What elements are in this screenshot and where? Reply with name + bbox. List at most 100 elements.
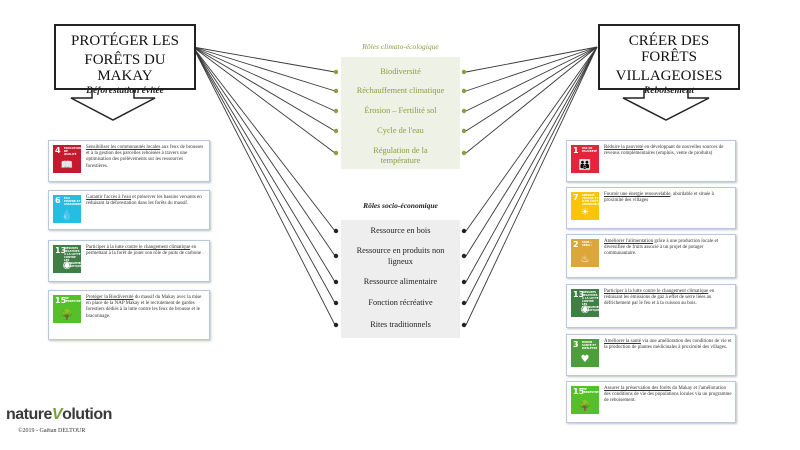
- card-body-text: en développant de nouvelles sources de r…: [604, 145, 724, 157]
- connector-line: [192, 46, 336, 112]
- card-link-text: Améliorer la santé: [604, 339, 641, 344]
- connector-line: [192, 46, 336, 132]
- left-header-title-line2: FORÊTS DU MAKAY: [84, 52, 166, 84]
- socio-item-produits: Ressource en produits non: [356, 246, 445, 255]
- sdg-number: 2: [573, 240, 579, 249]
- card-body-text: en permettant à la forêt de jouer son rô…: [86, 245, 204, 257]
- people-icon: 👪: [578, 160, 592, 171]
- eco-connector-dot: [333, 108, 339, 114]
- card-body-text: et préserver les bassins versants en réd…: [86, 195, 202, 207]
- connector-line: [465, 46, 598, 73]
- card-body-text: en réduisant les émissions de gaz à effe…: [604, 289, 715, 307]
- connector-line: [192, 46, 336, 73]
- card-body-text: , abordable et située à proximité des vi…: [604, 192, 714, 204]
- sdg-label: BONNE SANTÉ ET BIEN-ÊTRE: [582, 341, 598, 350]
- copyright: ©2019 - Gaëtan DELTOUR: [18, 428, 86, 434]
- eco-item-biodiversite: Biodiversité: [380, 67, 421, 76]
- card-text: Fournir une énergie renouvelable, aborda…: [604, 192, 732, 204]
- connector-line: [465, 46, 598, 132]
- sdg-label: VIE TERRESTRE: [64, 297, 81, 303]
- eco-panel: [341, 57, 460, 169]
- connector-line: [192, 46, 336, 326]
- socio-item-bois: Ressource en bois: [370, 226, 431, 235]
- sdg-label: ÉDUCATION DE QUALITÉ: [64, 147, 81, 156]
- card-body-text: grâce à une production locale et diversi…: [604, 239, 719, 257]
- left-header-title-line1: PROTÉGER LES: [71, 33, 179, 49]
- bowl-icon: ♨: [580, 254, 590, 265]
- card-text: Participer à la lutte contre le changeme…: [604, 289, 732, 308]
- card-link-text: Garantir l'accès à l'eau: [86, 195, 131, 200]
- sdg-label: MESURES RELATIVES À LA LUTTE CONTRE LES …: [64, 247, 87, 268]
- card-text: Garantir l'accès à l'eau et préserver le…: [86, 195, 206, 207]
- card-link-text: Sensibiliser les communautés locales: [86, 145, 161, 150]
- card-link-text: Participer à la lutte contre le changeme…: [86, 245, 191, 250]
- socio-connector-dot: [333, 253, 339, 259]
- eco-connector-dot: [461, 69, 467, 75]
- socio-connector-dot: [333, 300, 339, 306]
- eco-connector-dot: [461, 150, 467, 156]
- connector-line: [192, 46, 336, 154]
- socio-connector-dot: [333, 322, 339, 328]
- sdg-label: EAU PROPRE ET ASSAINISSEMENT: [64, 197, 90, 206]
- sdg-label: MESURES RELATIVES À LA LUTTE CONTRE LES …: [582, 291, 605, 312]
- card-link-text: Améliorer l'alimentation: [604, 239, 654, 244]
- connector-line: [192, 46, 336, 257]
- card-text: Améliorer la santé via une amélioration …: [604, 339, 732, 351]
- sdg-number: 15: [55, 296, 67, 305]
- sdg-number: 1: [573, 146, 579, 155]
- socio-item-recreative: Fonction récréative: [368, 298, 433, 307]
- water-icon: 💧: [60, 210, 74, 221]
- left-header-subtitle: Déforestation évitée: [86, 86, 164, 96]
- socio-connector-dot: [461, 253, 467, 259]
- socio-item-alimentaire: Ressource alimentaire: [363, 277, 438, 286]
- eco-connector-dot: [333, 69, 339, 75]
- right-header-title-line2: VILLAGEOISES: [615, 68, 723, 84]
- sun-icon: ☀: [580, 207, 590, 218]
- logo-part3: olution: [62, 406, 112, 423]
- eye-icon: ◉: [580, 304, 590, 315]
- socio-connector-dot: [333, 279, 339, 285]
- socio-connector-dot: [333, 228, 339, 234]
- eye-icon: ◉: [62, 260, 72, 271]
- eco-connector-dot: [461, 88, 467, 94]
- socio-section-label: Rôles socio-économique: [363, 201, 438, 210]
- sdg-number: 15: [573, 387, 585, 396]
- connector-line: [465, 46, 598, 232]
- card-link-text: Protéger la Biodiversité: [86, 295, 134, 300]
- connector-line: [192, 46, 336, 232]
- card-text: Améliorer l'alimentation grâce à une pro…: [604, 239, 732, 258]
- sdg-label: ÉNERGIE PROPRE ET D'UN COÛT ABORDABLE: [582, 194, 600, 206]
- tree-icon: 🌳: [60, 310, 74, 321]
- right-header: CRÉER DES FORÊTS VILLAGEOISES Reboisemen…: [598, 24, 740, 96]
- eco-item-regulation: Régulation de la: [373, 146, 428, 155]
- connector-line: [465, 46, 598, 283]
- tree-icon: 🌳: [578, 401, 592, 412]
- eco-item-temperature: température: [380, 156, 421, 165]
- card-link-text: Réduire la pauvreté: [604, 145, 644, 150]
- sdg-number: 7: [573, 193, 579, 202]
- sdg-number: 13: [573, 290, 585, 299]
- card-text: Protéger la Biodiversité du massif du Ma…: [86, 295, 206, 320]
- connector-line: [465, 46, 598, 304]
- card-body-text: du massif du Makay avec la mise en place…: [86, 295, 202, 319]
- right-header-title-line1: CRÉER DES FORÊTS: [628, 33, 710, 65]
- connector-line: [192, 46, 336, 92]
- socio-connector-dot: [461, 300, 467, 306]
- book-icon: 📖: [60, 160, 74, 171]
- socio-item-ligneux: ligneux: [388, 257, 413, 266]
- card-body-text: aux feux de brousses et à la gestion des…: [86, 145, 204, 169]
- card-link-text: Participer à la lutte contre le changeme…: [604, 289, 709, 294]
